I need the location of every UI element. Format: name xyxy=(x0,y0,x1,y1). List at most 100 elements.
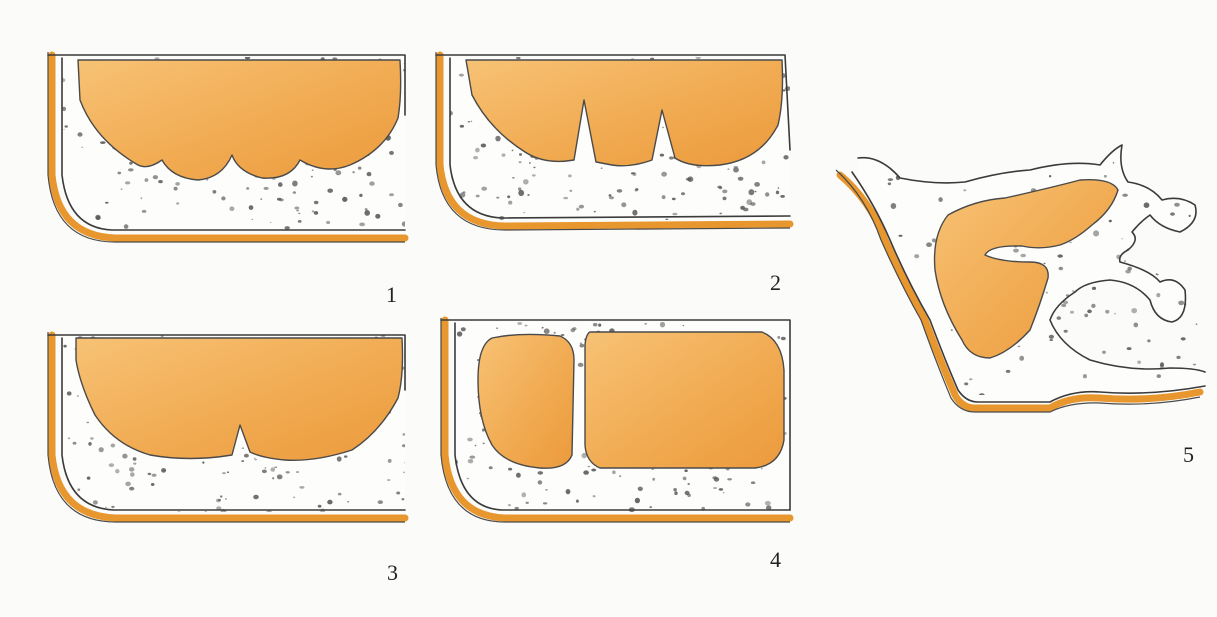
trabecula-dot xyxy=(1047,151,1051,154)
trabecula-dot xyxy=(365,208,368,210)
trabecula-dot xyxy=(471,121,473,123)
trabecula-dot xyxy=(246,187,249,190)
trabecula-dot xyxy=(369,181,374,185)
trabecula-dot xyxy=(77,132,82,136)
trabecula-dot xyxy=(515,507,519,510)
trabecula-dot xyxy=(489,466,493,469)
trabecula-dot xyxy=(740,206,745,210)
trabecula-dot xyxy=(1044,263,1046,264)
trabecula-dot xyxy=(130,472,135,477)
trabecula-dot xyxy=(1125,270,1131,274)
trabecula-dot xyxy=(652,478,655,481)
trabecula-dot xyxy=(87,422,90,423)
trabecula-dot xyxy=(125,181,130,184)
trabecula-dot xyxy=(545,489,548,490)
trabecula-dot xyxy=(1193,364,1196,366)
panel-3 xyxy=(48,332,407,522)
trabecula-dot xyxy=(749,189,755,195)
trabecula-dot xyxy=(785,86,791,91)
panel-label-1: 1 xyxy=(386,282,397,308)
trabecula-dot xyxy=(1195,159,1198,162)
trabecula-dot xyxy=(1178,301,1184,306)
trabecula-dot xyxy=(254,459,257,461)
trabecula-dot xyxy=(543,502,547,504)
trabecula-dot xyxy=(88,442,91,446)
trabecula-dot xyxy=(926,242,932,247)
trabecula-dot xyxy=(523,212,525,213)
trabecula-dot xyxy=(338,493,342,496)
trabecula-dot xyxy=(318,505,322,508)
trabecula-dot xyxy=(227,471,229,473)
trabecula-dot xyxy=(1006,370,1011,373)
trabecula-dot xyxy=(745,502,750,506)
trabecula-dot xyxy=(286,471,290,473)
trabecula-dot xyxy=(327,189,333,193)
trabecula-dot xyxy=(617,189,623,193)
trabecula-dot xyxy=(1049,335,1054,339)
trabecula-dot xyxy=(1144,202,1150,208)
trabecula-dot xyxy=(508,201,512,205)
trabecula-dot xyxy=(1093,230,1099,236)
trabecula-dot xyxy=(277,198,281,201)
trabecula-dot xyxy=(859,332,863,334)
trabecula-dot xyxy=(1018,346,1021,348)
trabecula-dot xyxy=(888,392,891,395)
trabecula-dot xyxy=(674,491,677,495)
trabecula-dot xyxy=(712,476,717,479)
trabecula-dot xyxy=(869,383,873,387)
trabecula-dot xyxy=(158,180,163,183)
trabecula-dot xyxy=(1020,254,1026,258)
trabecula-dot xyxy=(1013,249,1019,253)
trabecula-dot xyxy=(882,373,887,378)
trabecula-dot xyxy=(738,177,744,181)
trabecula-dot xyxy=(523,179,529,184)
trabecula-dot xyxy=(902,167,904,169)
trabecula-dot xyxy=(612,470,616,474)
trabecula-dot xyxy=(253,495,259,500)
trabecula-dot xyxy=(938,382,942,386)
trabecula-dot xyxy=(591,469,596,472)
trabecula-dot xyxy=(583,470,589,474)
trabecula-dot xyxy=(67,391,72,395)
trabecula-dot xyxy=(862,294,865,297)
trabecula-dot xyxy=(1121,238,1123,239)
trabecula-dot xyxy=(387,479,391,481)
trabecula-dot xyxy=(645,323,647,325)
trabecula-dot xyxy=(526,502,529,504)
trabecula-dot xyxy=(460,125,464,128)
trabecula-dot xyxy=(396,492,400,495)
trabecula-dot xyxy=(1147,339,1150,342)
trabecula-dot xyxy=(293,191,296,194)
trabecula-dot xyxy=(1122,194,1128,197)
trabecula-dot xyxy=(459,74,464,77)
trabecula-dot xyxy=(251,219,253,220)
trabecula-dot xyxy=(1203,324,1205,325)
trabecula-dot xyxy=(245,56,250,60)
trabecula-dot xyxy=(389,193,394,196)
trabecula-dot xyxy=(890,365,893,367)
trabecula-dot xyxy=(296,471,299,473)
trabecula-dot xyxy=(635,498,640,504)
trabecula-dot xyxy=(529,162,531,163)
trabecula-dot xyxy=(569,190,572,192)
trabecula-dot xyxy=(601,167,603,169)
trabecula-dot xyxy=(683,325,685,326)
trabecula-dot xyxy=(312,170,314,171)
trabecula-dot xyxy=(1131,308,1137,313)
trabecula-dot xyxy=(367,172,372,176)
trabecula-dot xyxy=(576,500,579,503)
trabecula-dot xyxy=(576,208,579,211)
trabecula-dot xyxy=(109,463,114,467)
trabecula-dot xyxy=(129,487,134,491)
trabecula-dot xyxy=(118,172,122,175)
trabecula-dot xyxy=(473,156,478,159)
trabecula-dot xyxy=(660,154,664,157)
trabecula-dot xyxy=(888,182,891,185)
trabecula-dot xyxy=(554,332,556,334)
trabecula-dot xyxy=(1114,313,1116,315)
trabecula-dot xyxy=(593,495,596,497)
trabecula-dot xyxy=(568,174,572,177)
trabecula-dot xyxy=(105,202,109,204)
trabecula-dot xyxy=(727,168,729,170)
trabecula-dot xyxy=(129,467,134,472)
